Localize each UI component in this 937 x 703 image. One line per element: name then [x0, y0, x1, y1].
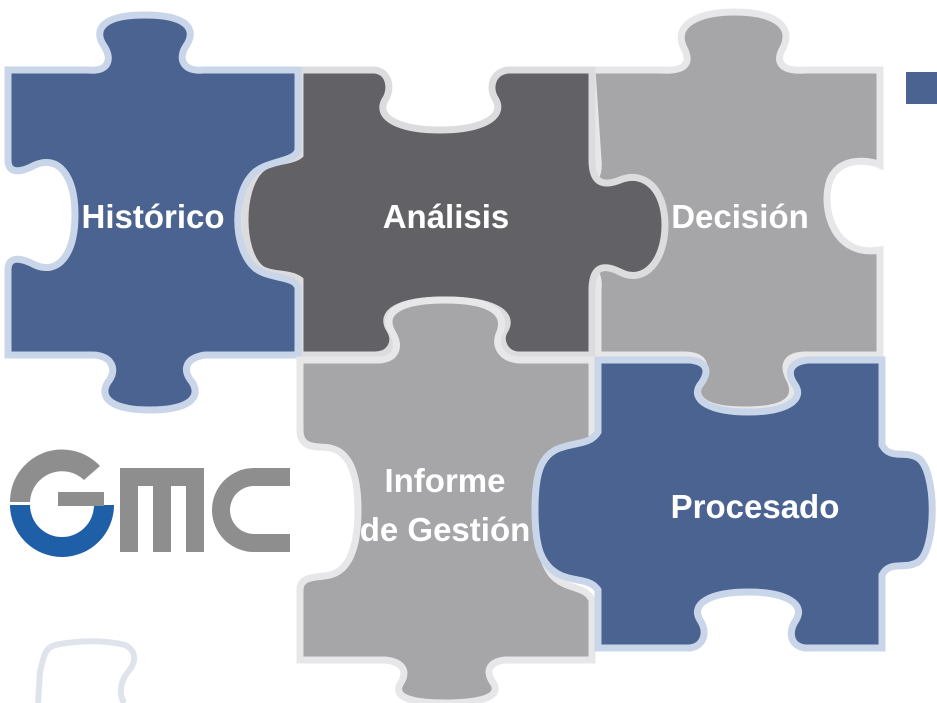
label-informe-line1: Informe: [384, 462, 505, 499]
gmc-logo-g-top: [9, 449, 101, 502]
gmc-logo-m: [120, 468, 204, 552]
gmc-logo: [9, 449, 290, 557]
puzzle-piece-historico: [4, 11, 302, 414]
label-procesado: Procesado: [671, 488, 840, 525]
gmc-logo-g-arc: [10, 505, 114, 557]
puzzle-piece-procesado: [531, 356, 936, 652]
label-historico: Histórico: [81, 198, 224, 235]
label-informe-line2: de Gestión: [360, 511, 531, 548]
label-analisis: Análisis: [383, 198, 510, 235]
corner-square: [906, 72, 937, 104]
label-decision: Decisión: [671, 198, 809, 235]
puzzle-piece-informe: [296, 296, 596, 703]
partial-piece-outline: [35, 638, 138, 703]
gmc-logo-c: [212, 468, 290, 552]
gmc-logo-g-bar: [58, 492, 104, 506]
